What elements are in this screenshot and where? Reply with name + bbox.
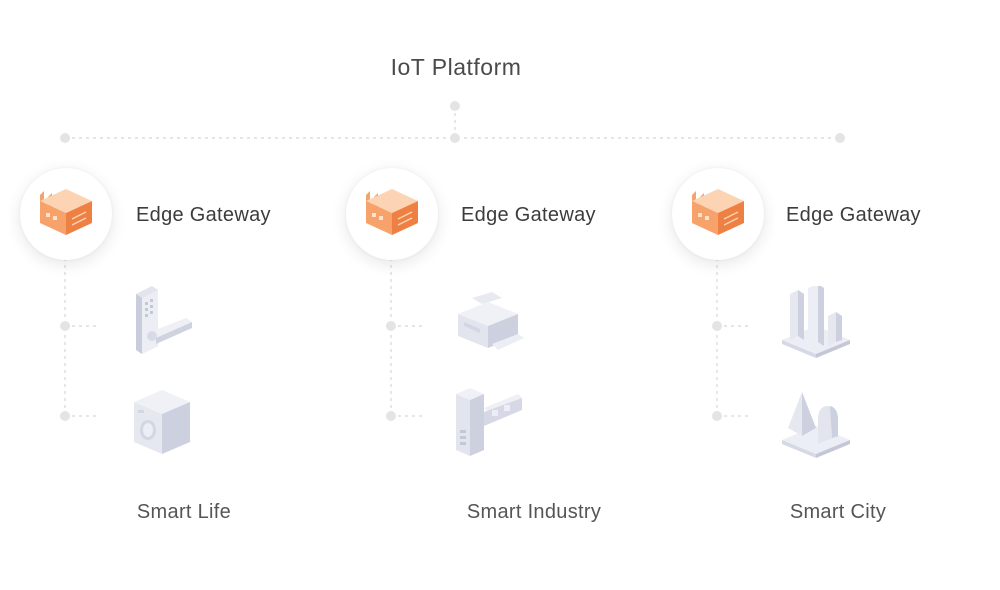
gateway-node-smart-industry — [346, 168, 438, 260]
washing-machine-icon — [134, 390, 190, 454]
gateway-icon — [366, 189, 418, 235]
door-lock-icon — [136, 286, 192, 354]
city-buildings-icon — [782, 286, 850, 358]
gateway-icon — [40, 189, 92, 235]
platform-title: IoT Platform — [390, 54, 522, 80]
gateway-label: Edge Gateway — [786, 204, 921, 226]
gateway-icon — [692, 189, 744, 235]
gateway-node-smart-life — [20, 168, 112, 260]
gateway-label: Edge Gateway — [136, 204, 271, 226]
industrial-cabinet-icon — [456, 388, 522, 456]
category-label-smart-life: Smart Life — [136, 501, 232, 523]
gateway-node-smart-city — [672, 168, 764, 260]
gateway-label: Edge Gateway — [461, 204, 596, 226]
category-label-smart-industry: Smart Industry — [466, 501, 602, 523]
category-label-smart-city: Smart City — [789, 501, 887, 523]
landmark-icon — [782, 392, 850, 458]
printer-icon — [458, 292, 524, 350]
